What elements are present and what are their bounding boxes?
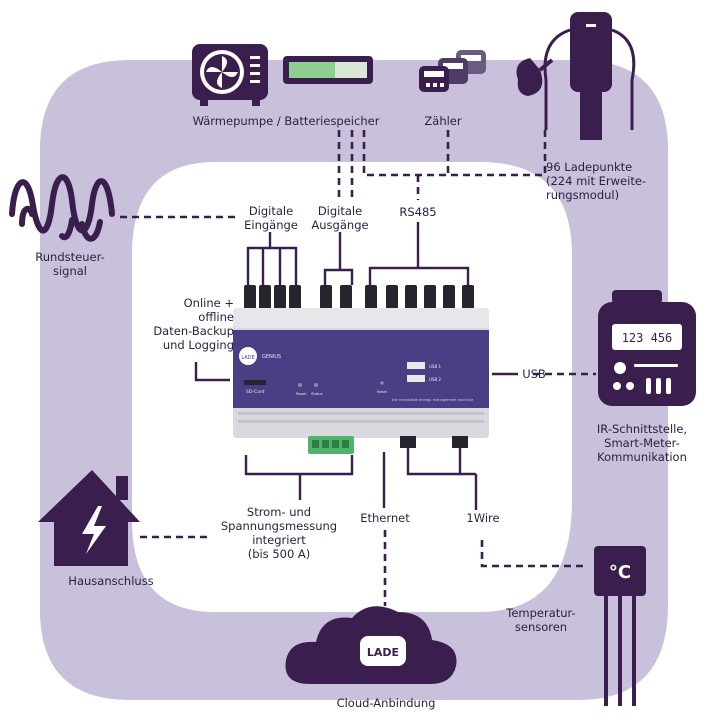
smart-meter-display: 123 456 — [622, 331, 673, 345]
label-charge-points: 96 Ladepunkte (224 mit Erweite- rungsmod… — [546, 160, 646, 202]
cloud-icon — [285, 606, 457, 684]
label-digital-inputs-line2: Eingänge — [244, 218, 298, 232]
sd-card-label: SD-Card — [246, 389, 265, 395]
device-tagline: the renewable energy management machine — [392, 398, 474, 402]
label-backup-line3: Daten-Backup — [153, 324, 234, 338]
status-label: Status — [311, 392, 323, 396]
label-temp: Temperatur- sensoren — [498, 606, 584, 634]
label-measurement-line3: integriert — [252, 533, 306, 547]
label-ripple: Rundsteuer- signal — [30, 250, 110, 278]
label-backup-line1: Online + — [183, 296, 234, 310]
connectors — [120, 130, 596, 606]
label-measurement-line1: Strom- und — [246, 505, 312, 519]
label-heatpump-battery: Wärmepumpe / Batteriespeicher — [192, 114, 380, 128]
label-digital-inputs: Digitale Eingänge — [236, 204, 306, 232]
label-ethernet: Ethernet — [360, 511, 410, 525]
label-digital-outputs-line2: Ausgänge — [311, 218, 369, 232]
label-ir-line2: Smart-Meter- — [604, 436, 680, 450]
meter-bus-line — [362, 130, 547, 177]
device-brackets — [194, 222, 518, 510]
label-house: Hausanschluss — [68, 574, 154, 588]
label-backup-line4: und Logging — [162, 338, 234, 352]
label-charge-points-line1: 96 Ladepunkte — [546, 160, 633, 174]
label-backup-line2: offline — [198, 310, 234, 324]
label-temp-line1: Temperatur- — [506, 606, 576, 620]
device-model: GENIUS — [262, 354, 281, 360]
usb1-label: USB 1 — [429, 364, 441, 369]
label-meter: Zähler — [424, 114, 462, 128]
label-measurement: Strom- und Spannungsmessung integriert (… — [214, 505, 344, 561]
power-label: Power — [296, 392, 307, 396]
device-logo: LADE — [241, 355, 254, 361]
temperature-unit: °C — [609, 562, 631, 583]
label-ripple-line2: signal — [52, 264, 88, 278]
usb2-label: USB 2 — [429, 377, 441, 382]
ev-charger-icon — [516, 12, 636, 140]
reset-label: Reset — [377, 390, 388, 394]
label-onewire: 1Wire — [466, 511, 500, 525]
label-ripple-line1: Rundsteuer- — [35, 250, 105, 264]
label-usb: USB — [522, 367, 546, 381]
cloud-logo: LADE — [367, 646, 399, 659]
label-ir-line3: Kommunikation — [597, 450, 687, 464]
ripple-signal-wave-icon — [9, 174, 115, 242]
label-measurement-line2: Spannungsmessung — [220, 519, 338, 533]
label-charge-points-line2: (224 mit Erweite- — [546, 174, 647, 188]
label-measurement-line4: (bis 500 A) — [247, 547, 311, 561]
label-cloud: Cloud-Anbindung — [336, 696, 436, 710]
label-temp-line2: sensoren — [514, 620, 568, 634]
label-ir-line1: IR-Schnittstelle, — [596, 422, 688, 436]
onewire-to-temp-line — [480, 540, 588, 568]
label-backup: Online + offline Daten-Backup und Loggin… — [136, 296, 234, 352]
house-lightning-icon — [38, 470, 140, 566]
energy-management-device: LADE GENIUS SD-Card Power Status Reset U… — [233, 285, 489, 454]
label-charge-points-line3: rungsmodul) — [546, 188, 620, 202]
smart-meter-icon — [598, 290, 696, 406]
heat-pump-fan-icon — [192, 44, 268, 106]
label-digital-outputs: Digitale Ausgänge — [305, 204, 375, 232]
label-digital-outputs-line1: Digitale — [317, 204, 363, 218]
electricity-meters-icon — [419, 50, 486, 92]
battery-icon — [283, 56, 373, 84]
label-ir: IR-Schnittstelle, Smart-Meter- Kommunika… — [582, 422, 702, 464]
temperature-sensor-icon — [594, 546, 646, 706]
label-rs485: RS485 — [399, 205, 437, 219]
label-digital-inputs-line1: Digitale — [248, 204, 294, 218]
